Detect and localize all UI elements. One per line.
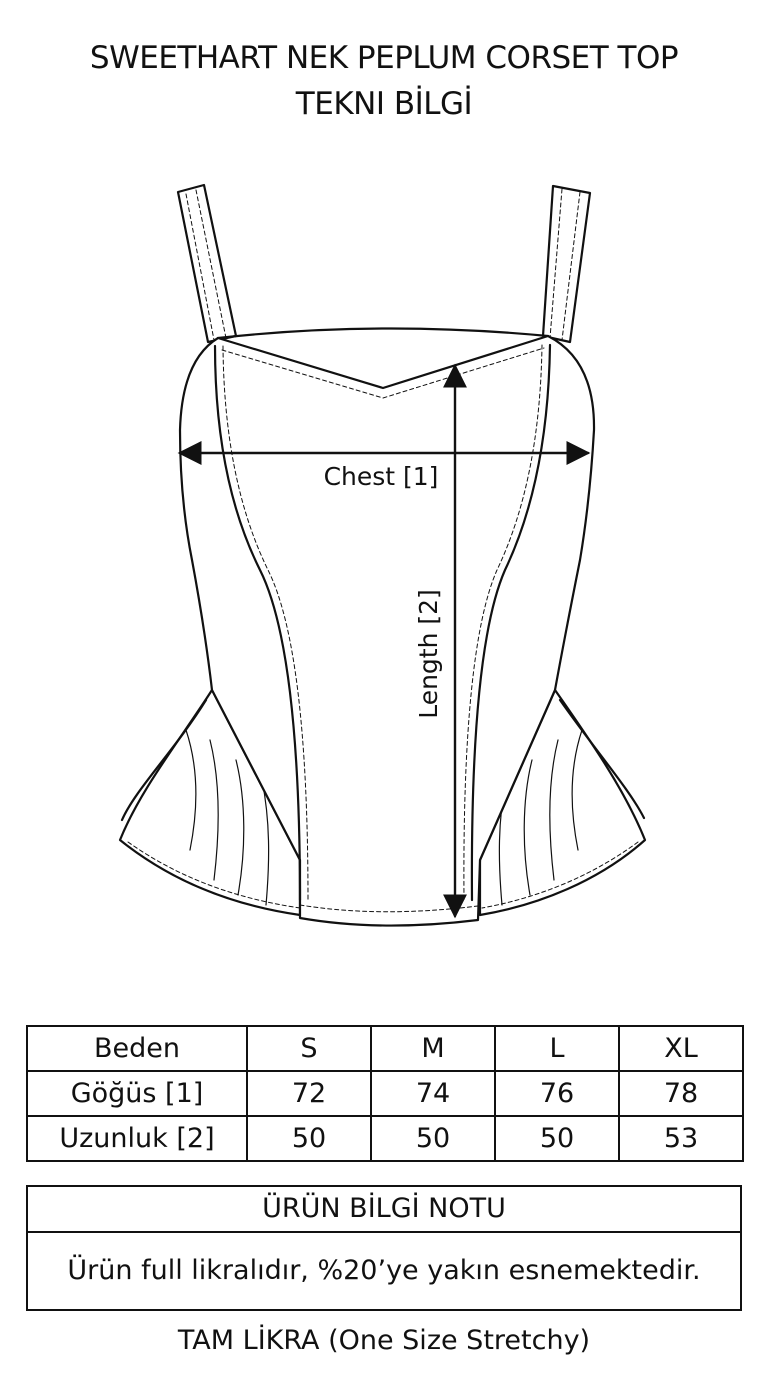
table-cell: 74 (370, 1070, 496, 1117)
header-beden: Beden (26, 1025, 248, 1072)
length-label: Length [2] (414, 589, 443, 719)
header-size-l: L (494, 1025, 620, 1072)
table-cell: 72 (246, 1070, 372, 1117)
table-cell: 78 (618, 1070, 744, 1117)
chest-label: Chest [1] (324, 462, 439, 491)
row-label-chest: Göğüs [1] (26, 1070, 248, 1117)
table-cell: 53 (618, 1115, 744, 1162)
table-cell: 50 (494, 1115, 620, 1162)
row-label-length: Uzunluk [2] (26, 1115, 248, 1162)
table-row: Uzunluk [2] 50 50 50 53 (26, 1115, 744, 1162)
size-table: Beden S M L XL Göğüs [1] 72 74 76 78 Uzu… (26, 1025, 744, 1162)
title-line-1: SWEETHART NEK PEPLUM CORSET TOP (89, 40, 679, 76)
right-strap (541, 184, 592, 344)
left-strap (176, 183, 238, 344)
table-cell: 50 (370, 1115, 496, 1162)
title-line-2: TEKNI BİLGİ (295, 86, 473, 122)
table-cell: 76 (494, 1070, 620, 1117)
table-row: Göğüs [1] 72 74 76 78 (26, 1070, 744, 1117)
bodice (178, 334, 596, 927)
table-cell: 50 (246, 1115, 372, 1162)
footer-text: TAM LİKRA (One Size Stretchy) (177, 1325, 591, 1356)
header-size-xl: XL (618, 1025, 744, 1072)
garment-technical-drawing: Chest [1] Length [2] (118, 183, 647, 927)
note-body: Ürün full likralıdır, %20’ye yakın esnem… (67, 1255, 701, 1286)
note-heading: ÜRÜN BİLGİ NOTU (28, 1187, 740, 1233)
size-table-header-row: Beden S M L XL (26, 1025, 744, 1072)
header-size-s: S (246, 1025, 372, 1072)
product-note-box: ÜRÜN BİLGİ NOTU Ürün full likralıdır, %2… (26, 1185, 742, 1311)
header-size-m: M (370, 1025, 496, 1072)
